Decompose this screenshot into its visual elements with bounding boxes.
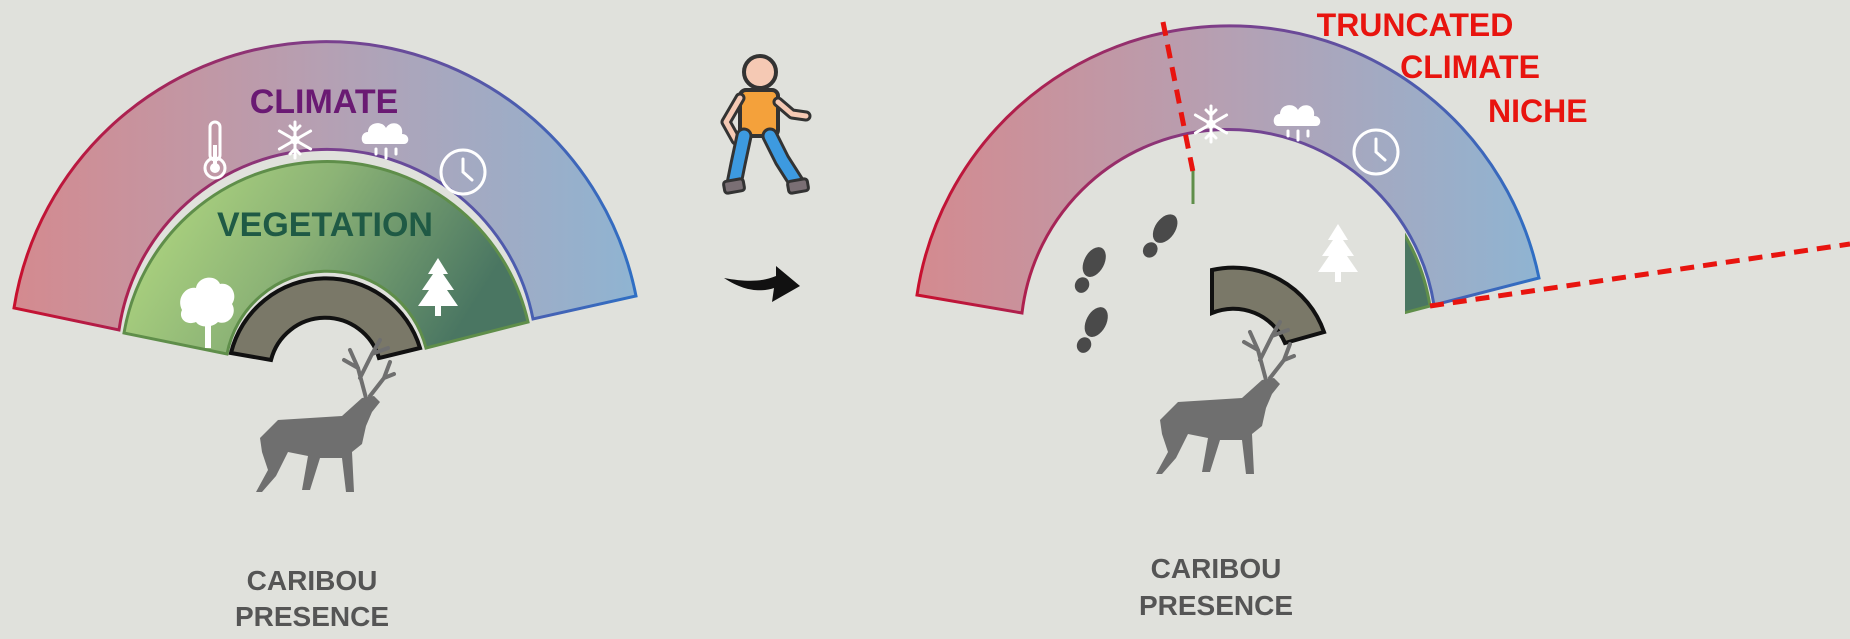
caribou-silhouette-icon [256,340,394,492]
conifer-tree-icon [1318,224,1358,282]
walking-person-icon [723,56,809,194]
truncated-label-line2: CLIMATE [1400,49,1540,85]
truncated-label-line3: NICHE [1488,93,1588,129]
caribou-band-right [1212,268,1324,343]
caribou-silhouette-icon [1156,322,1294,474]
vegetation-label: VEGETATION [217,206,433,244]
caribou-label-line2: PRESENCE [235,601,389,632]
caribou-label-line2: PRESENCE [1139,590,1293,621]
caribou-label-line1: CARIBOU [1151,553,1282,584]
footprints-icon [1069,210,1182,357]
right-panel: TRUNCATED CLIMATE NICHE CARIBOU PRESENCE [917,7,1850,621]
climate-label: CLIMATE [250,83,399,121]
right-arrow-icon [724,266,800,302]
caribou-label-line1: CARIBOU [247,565,378,596]
left-panel: CLIMATE VEGETATION CARIBOU PRESENCE [14,42,636,632]
truncated-label-line1: TRUNCATED [1317,7,1514,43]
